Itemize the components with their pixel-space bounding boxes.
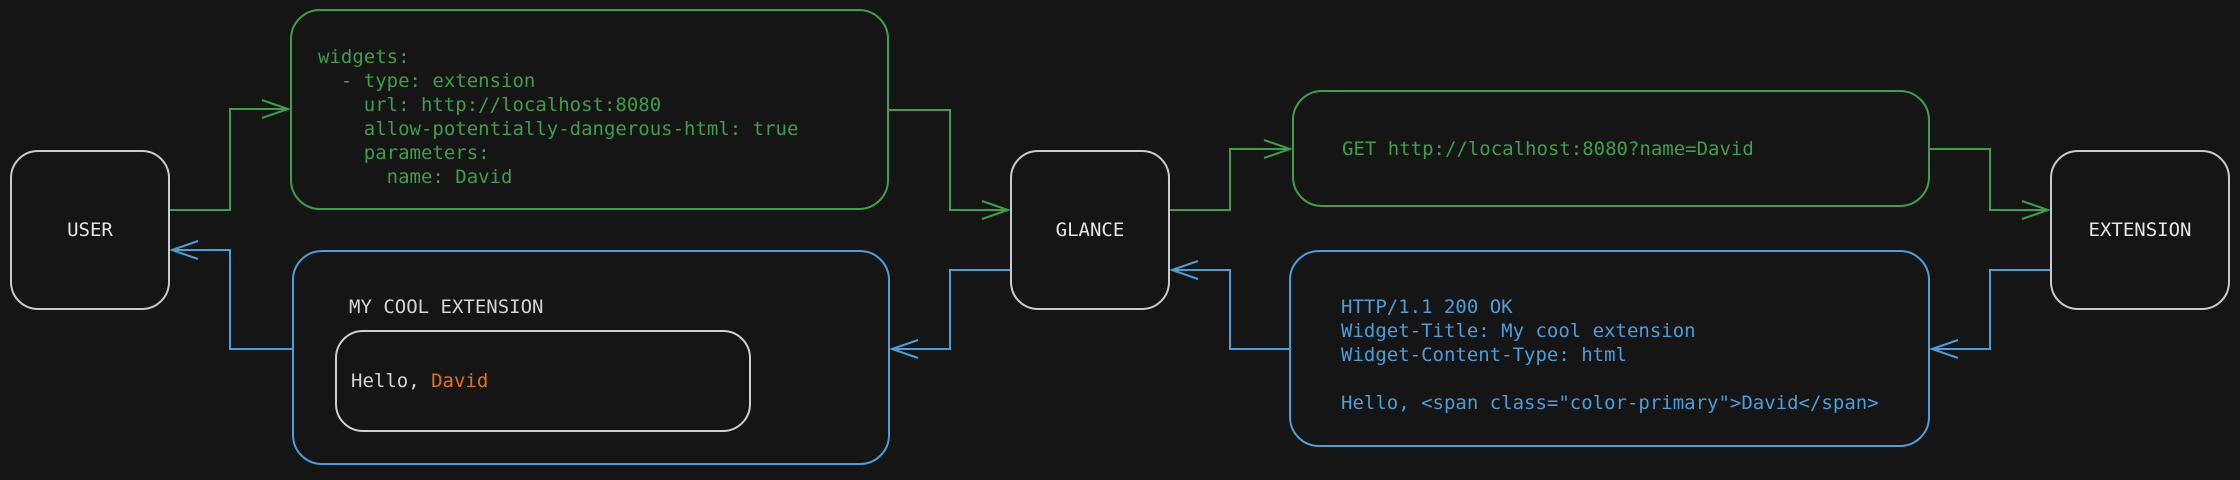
request-line: GET http://localhost:8080?name=David <box>1342 137 1754 160</box>
arrowhead-request-to-extension <box>2021 200 2052 220</box>
extension-node: EXTENSION <box>2050 150 2230 310</box>
wire-glance-to-widget <box>894 269 1010 350</box>
greeting-prefix: Hello, <box>351 370 432 392</box>
rendered-widget-box: MY COOL EXTENSION Hello, David <box>292 250 890 465</box>
http-request-box: GET http://localhost:8080?name=David <box>1292 90 1930 207</box>
wire-widget-to-user <box>174 249 292 350</box>
yaml-config-box: widgets: - type: extension url: http://l… <box>290 9 889 210</box>
response-line: Widget-Content-Type: html <box>1341 344 1627 366</box>
greeting-name: David <box>431 370 489 392</box>
glance-node-label: GLANCE <box>1055 219 1125 241</box>
user-node-label: USER <box>67 219 113 241</box>
wire-user-to-config <box>170 108 286 211</box>
wire-config-to-glance <box>889 109 1006 211</box>
arrowhead-glance-to-request <box>1263 139 1294 159</box>
arrowhead-glance-to-widget <box>888 339 919 359</box>
response-line: HTTP/1.1 200 OK <box>1341 296 1513 318</box>
arrowhead-config-to-glance <box>981 200 1012 220</box>
arrowhead-extension-to-response <box>1928 339 1959 359</box>
config-line: allow-potentially-dangerous-html: true <box>318 118 799 140</box>
config-line: - type: extension <box>318 70 536 92</box>
glance-node: GLANCE <box>1010 150 1170 310</box>
wire-glance-to-request <box>1170 148 1288 211</box>
config-line: widgets: <box>318 46 410 68</box>
config-line: name: David <box>318 166 513 188</box>
config-line: url: http://localhost:8080 <box>318 94 662 116</box>
widget-title: MY COOL EXTENSION <box>349 296 544 318</box>
extension-node-label: EXTENSION <box>2088 219 2192 241</box>
wire-response-to-glance <box>1174 269 1289 350</box>
wire-request-to-extension <box>1930 148 2046 211</box>
response-line: Hello, <span class="color-primary">David… <box>1341 392 1879 414</box>
config-line: parameters: <box>318 142 490 164</box>
http-response-box: HTTP/1.1 200 OK Widget-Title: My cool ex… <box>1289 250 1930 447</box>
user-node: USER <box>10 150 170 310</box>
response-line: Widget-Title: My cool extension <box>1341 320 1696 342</box>
wire-extension-to-response <box>1934 269 2050 350</box>
arrowhead-response-to-glance <box>1168 260 1199 280</box>
response-line <box>1341 367 1928 391</box>
arrowhead-widget-to-user <box>168 240 199 260</box>
arrowhead-user-to-config <box>261 99 292 119</box>
widget-greeting-card: Hello, David <box>335 330 751 432</box>
